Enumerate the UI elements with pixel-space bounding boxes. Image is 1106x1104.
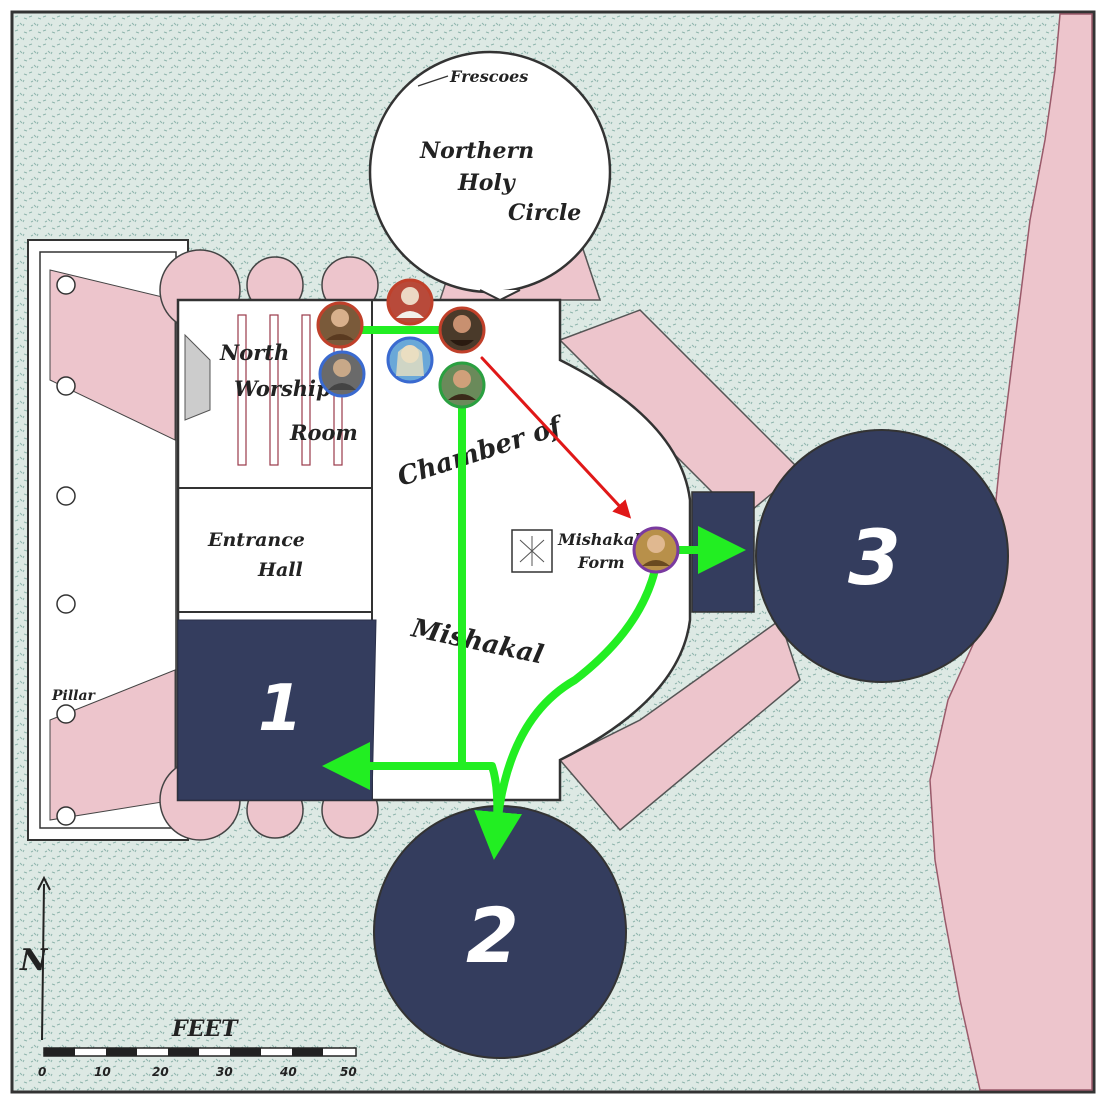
pillar-label: Pillar: [51, 688, 97, 704]
scale-tick-30: 30: [216, 1065, 233, 1079]
token-mishakal-form[interactable]: [632, 526, 680, 574]
room-2-number: 2: [466, 891, 519, 980]
north-worship-room-line-3: Room: [289, 420, 358, 445]
scale-tick-0: 0: [38, 1065, 46, 1079]
party-tokens: [316, 278, 680, 574]
scale-tick-50: 50: [340, 1065, 357, 1079]
north-worship-room-line-2: Worship: [234, 376, 331, 401]
scale-tick-10: 10: [94, 1065, 111, 1079]
room-3-number: 3: [848, 513, 901, 602]
scale-title: FEET: [171, 1016, 239, 1042]
red-route: [480, 356, 632, 519]
scale-bar: FEET 0 10 20 30 40 50: [38, 1016, 357, 1079]
compass-north-label: N: [19, 943, 49, 978]
token-warrior[interactable]: [316, 301, 364, 349]
northern-holy-circle-line-1: Northern: [419, 138, 534, 164]
room-3[interactable]: [755, 429, 1009, 683]
mishakal-form-line-1: Mishakal: [557, 530, 640, 549]
entrance-hall-line-1: Entrance: [207, 529, 305, 551]
token-dwarf[interactable]: [438, 306, 486, 354]
compass: [37, 875, 51, 1041]
eastern-cliff: [929, 13, 1093, 1091]
token-knight[interactable]: [318, 350, 366, 398]
token-elf[interactable]: [386, 336, 434, 384]
north-worship-room-line-1: North: [219, 340, 289, 365]
token-ranger[interactable]: [438, 361, 486, 409]
scale-tick-40: 40: [279, 1065, 297, 1079]
se-corridor: [558, 618, 801, 832]
room-1-number: 1: [258, 672, 303, 746]
northern-holy-circle-line-3: Circle: [508, 200, 581, 226]
scale-tick-20: 20: [152, 1065, 169, 1079]
mishakal-form-line-2: Form: [577, 553, 625, 572]
frescoes-label: Frescoes: [449, 67, 528, 86]
pillars: [56, 275, 76, 826]
token-priestess[interactable]: [386, 278, 434, 326]
entrance-hall-line-2: Hall: [257, 559, 303, 581]
northern-holy-circle-line-2: Holy: [457, 170, 517, 196]
